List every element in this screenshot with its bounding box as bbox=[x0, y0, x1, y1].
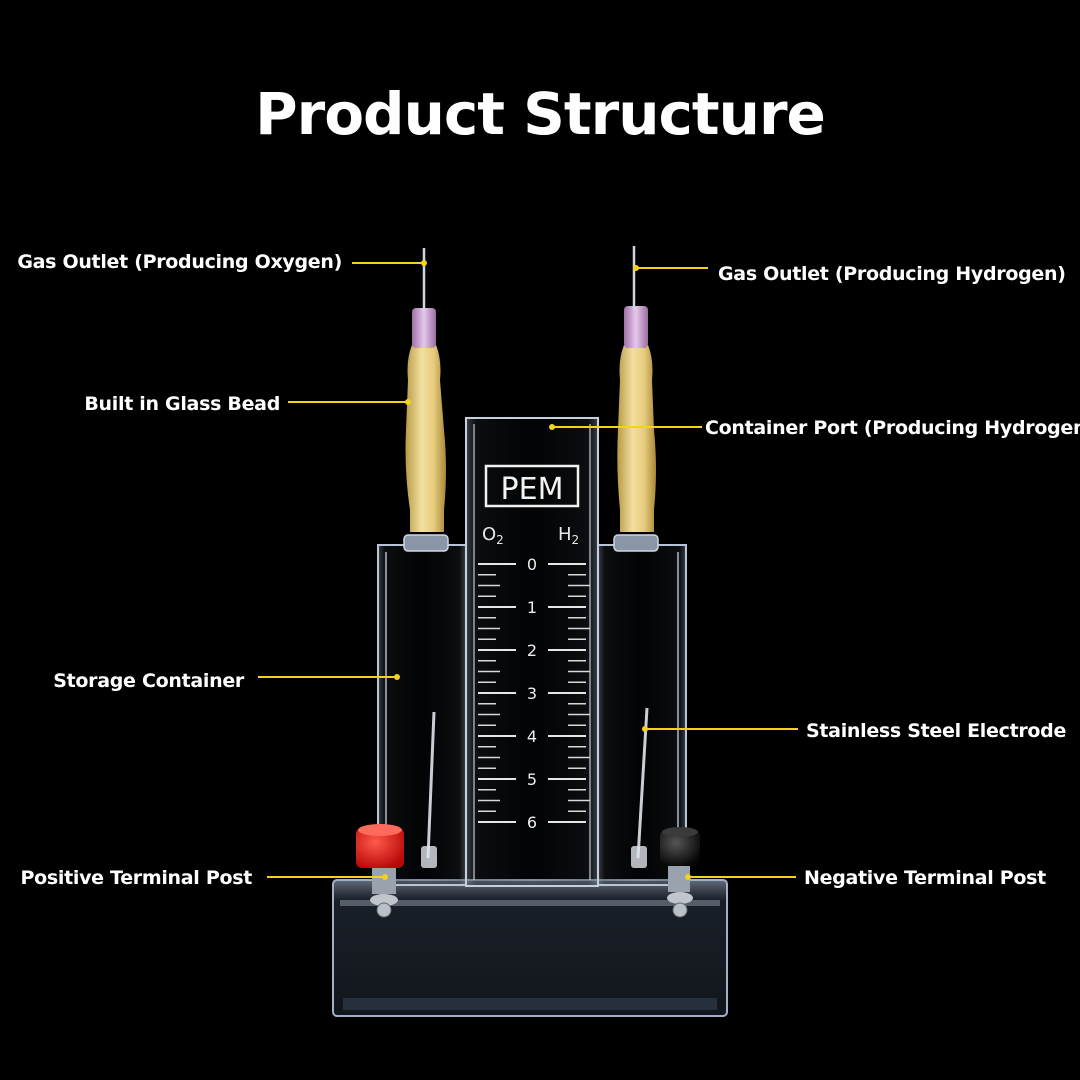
leader-positive-terminal-dot bbox=[382, 874, 388, 880]
scale-number: 3 bbox=[527, 684, 537, 703]
scale-number: 4 bbox=[527, 727, 537, 746]
callout-container-port-hydrogen: Container Port (Producing Hydrogen) bbox=[705, 417, 1080, 439]
leader-gas-outlet-oxygen-dot bbox=[421, 260, 427, 266]
leader-storage-container-dot bbox=[394, 674, 400, 680]
leader-lines bbox=[258, 260, 798, 880]
left-gas-tube bbox=[403, 248, 449, 552]
callout-gas-outlet-hydrogen: Gas Outlet (Producing Hydrogen) bbox=[718, 263, 1066, 285]
pem-badge-frame bbox=[484, 464, 580, 508]
hydrogen-symbol: H2 bbox=[558, 524, 579, 547]
leader-glass-bead-dot bbox=[405, 399, 411, 405]
callout-stainless-electrode: Stainless Steel Electrode bbox=[806, 720, 1067, 742]
leader-container-port-hydrogen-dot bbox=[549, 424, 555, 430]
callout-storage-container: Storage Container bbox=[53, 670, 244, 692]
scale-number: 0 bbox=[527, 555, 537, 574]
pem-badge: PEM bbox=[501, 472, 564, 507]
scale-number: 5 bbox=[527, 770, 537, 789]
leader-stainless-electrode-dot bbox=[642, 726, 648, 732]
left-electrode bbox=[421, 711, 437, 868]
leader-gas-outlet-hydrogen-dot bbox=[633, 265, 639, 271]
right-electrode bbox=[631, 707, 649, 868]
right-gas-tube bbox=[613, 246, 659, 552]
callout-glass-bead: Built in Glass Bead bbox=[84, 393, 280, 415]
negative-terminal-post bbox=[660, 827, 700, 918]
positive-terminal-post bbox=[356, 824, 404, 918]
measurement-scale: 0 1 2 3 4 5 6 bbox=[478, 555, 590, 832]
oxygen-symbol: O2 bbox=[482, 524, 504, 547]
page-title: Product Structure bbox=[255, 80, 826, 148]
callout-positive-terminal: Positive Terminal Post bbox=[20, 867, 252, 889]
scale-number: 6 bbox=[527, 813, 537, 832]
scale-number: 2 bbox=[527, 641, 537, 660]
measuring-column: PEM O2 H2 0 1 2 3 4 5 6 bbox=[465, 417, 599, 887]
callout-negative-terminal: Negative Terminal Post bbox=[804, 867, 1046, 889]
callout-gas-outlet-oxygen: Gas Outlet (Producing Oxygen) bbox=[17, 251, 342, 273]
leader-negative-terminal-dot bbox=[685, 874, 691, 880]
scale-number: 1 bbox=[527, 598, 537, 617]
